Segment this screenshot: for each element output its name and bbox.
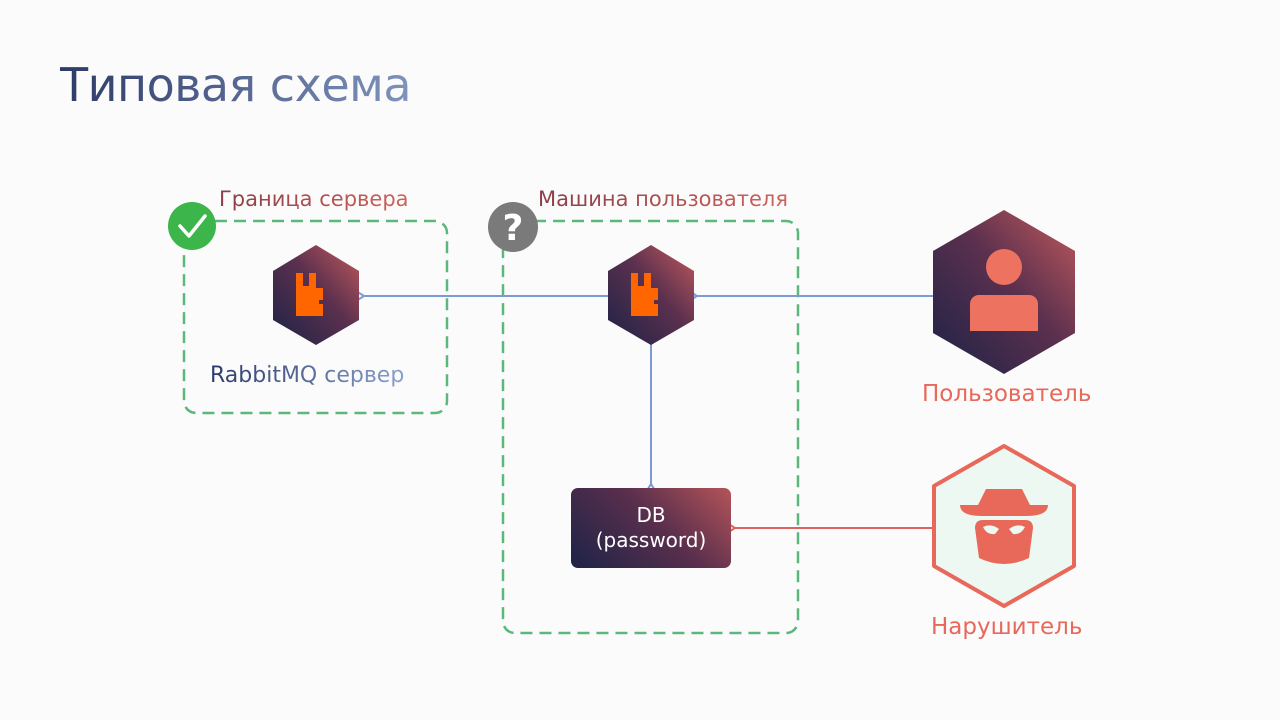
page-title: Типовая схема xyxy=(60,58,412,112)
user-machine-boundary-box xyxy=(501,219,800,635)
rabbitmq-logo-icon xyxy=(296,273,323,316)
client-rabbitmq-node xyxy=(608,245,694,345)
intruder-node xyxy=(932,444,1076,608)
user-label: Пользователь xyxy=(922,381,1092,407)
svg-text:?: ? xyxy=(503,208,524,249)
rabbitmq-server-node xyxy=(273,245,359,345)
server-boundary-label: Граница сервера xyxy=(219,187,409,211)
spy-icon xyxy=(960,489,1048,564)
user-machine-label: Машина пользователя xyxy=(538,187,788,211)
intruder-label: Нарушитель xyxy=(931,614,1083,640)
user-icon xyxy=(970,249,1038,331)
db-node: DB (password) xyxy=(571,488,731,568)
server-boundary-box xyxy=(182,219,449,415)
rabbitmq-logo-icon xyxy=(631,273,658,316)
db-label: DB xyxy=(636,503,666,527)
db-sublabel: (password) xyxy=(595,528,707,552)
check-circle-icon xyxy=(168,202,216,250)
question-circle-icon: ? xyxy=(488,202,538,252)
rabbitmq-server-label: RabbitMQ сервер xyxy=(210,363,405,388)
user-node xyxy=(933,210,1075,374)
